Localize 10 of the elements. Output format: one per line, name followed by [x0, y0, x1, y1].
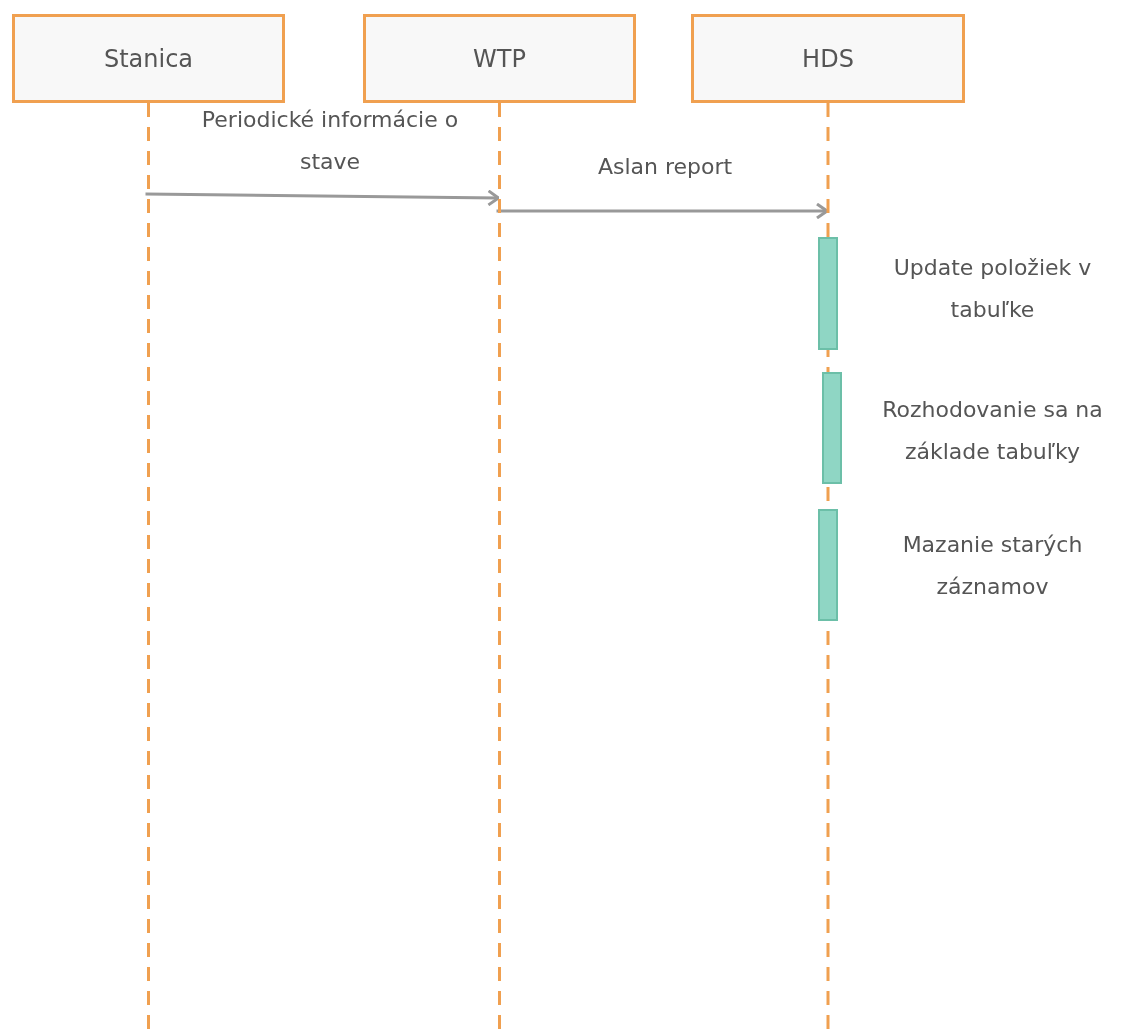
participant-box: WTP [363, 14, 636, 103]
participant-box: Stanica [12, 14, 285, 103]
message-arrow [145, 189, 500, 207]
activity-label: Mazanie starých záznamov [901, 531, 1084, 601]
activity-label: Update položiek v tabuľke [892, 254, 1093, 324]
message-arrow [496, 202, 829, 220]
participant-box: HDS [691, 14, 965, 103]
activity-label: Rozhodovanie sa na základe tabuľky [881, 396, 1104, 466]
edge-label: Aslan report [596, 153, 734, 181]
edge-label: Periodické informácie o stave [200, 106, 460, 176]
